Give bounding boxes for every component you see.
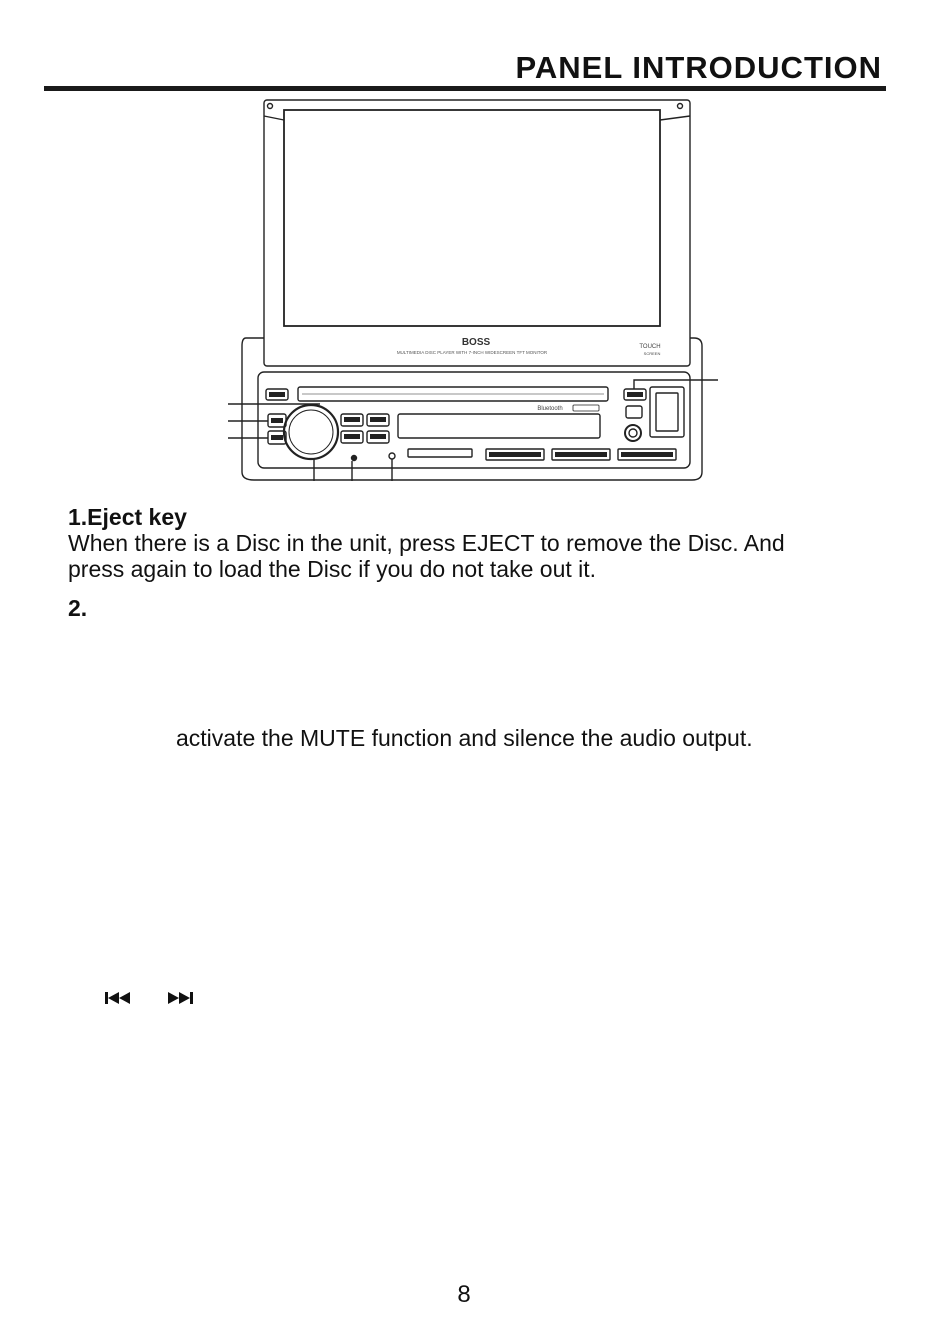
ir-sensor (350, 454, 358, 462)
mute-description: activate the MUTE function and silence t… (176, 725, 753, 751)
touch-badge-bottom: SCREEN (644, 351, 661, 356)
eject-button-left (265, 388, 289, 401)
header-rule (44, 86, 886, 91)
section-text-line: press again to load the Disc if you do n… (68, 556, 597, 582)
brand-logo: BOSS (462, 337, 491, 348)
display-window (397, 413, 601, 439)
head-unit-illustration: BOSS MULTIMEDIA DISC PLAYER WITH 7-INCH … (228, 99, 718, 481)
skip-previous-icon (105, 992, 130, 1004)
section-heading-2: 2. (68, 595, 88, 621)
disc-slot (297, 386, 609, 402)
page-number: 8 (457, 1281, 471, 1308)
front-panel (257, 371, 691, 469)
monitor-screen (283, 109, 661, 327)
sd-slot (649, 386, 685, 438)
chassis-outline (241, 337, 703, 481)
aux-jack (624, 424, 642, 442)
callout-eject (633, 379, 718, 389)
page-title: PANEL INTRODUCTION (515, 50, 882, 85)
section-text-line: When there is a Disc in the unit, press … (68, 530, 785, 556)
indicator-led (388, 452, 396, 460)
touch-badge-top: TOUCH (639, 344, 660, 350)
section-heading-eject: 1.Eject key (68, 504, 187, 530)
monitor-frame (263, 99, 691, 367)
bluetooth-label: Bluetooth (537, 406, 562, 412)
skip-next-icon (168, 992, 193, 1004)
monitor-caption: MULTIMEDIA DISC PLAYER WITH 7-INCH WIDES… (397, 350, 548, 355)
side-button (625, 405, 643, 419)
volume-knob (282, 403, 340, 461)
eject-button-right (623, 388, 647, 401)
